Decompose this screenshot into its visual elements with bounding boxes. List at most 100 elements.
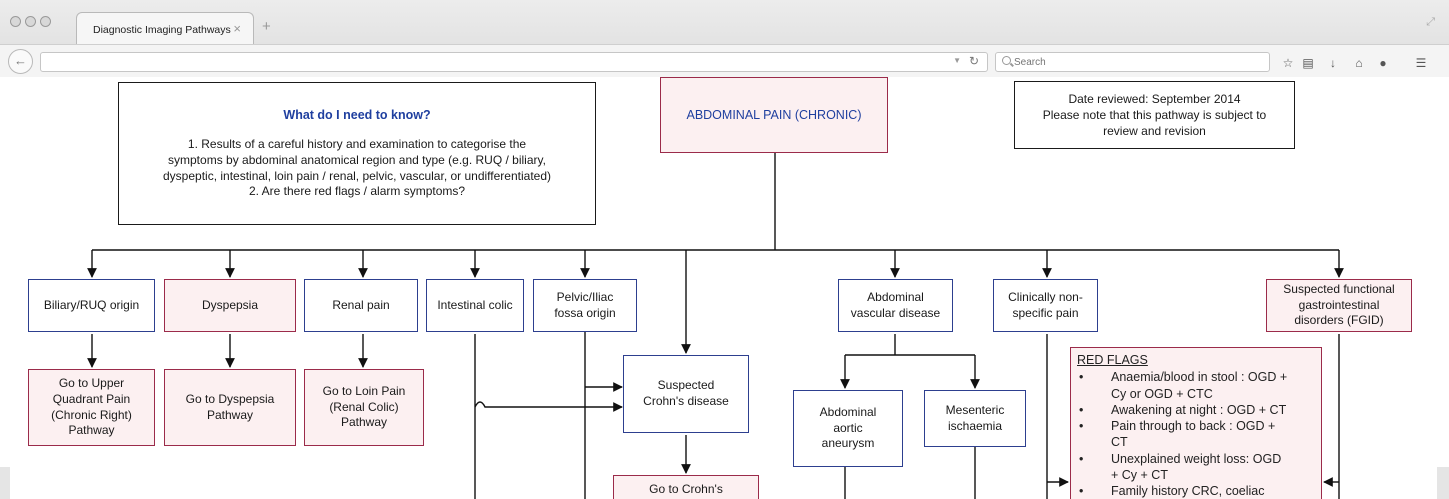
box-label: (Renal Colic) (329, 399, 399, 414)
box-label: Biliary/RUQ origin (43, 297, 140, 312)
flowchart-connectors (87, 153, 1344, 499)
know-title: What do I need to know? (283, 108, 431, 123)
box-label: aortic (833, 420, 863, 435)
box-label: (Chronic Right) (51, 407, 132, 422)
bookmark-star-icon[interactable]: ☆ (1282, 56, 1294, 70)
suspected-crohns-disease-box[interactable]: Suspected Crohn's disease (623, 355, 749, 433)
search-box[interactable] (995, 52, 1270, 72)
home-icon[interactable]: ⌂ (1355, 56, 1363, 70)
page-gutter-right (1437, 467, 1449, 499)
box-label: Quadrant Pain (52, 391, 131, 406)
know-line: symptoms by abdominal anatomical region … (168, 153, 546, 168)
new-tab-button[interactable]: + (262, 18, 271, 35)
box-label: Crohn's disease (643, 394, 729, 408)
tab-strip: Diagnostic Imaging Pathways × + ⤢ (0, 0, 1449, 45)
box-label: ischaemia (947, 418, 1003, 433)
menu-icon[interactable]: ☰ (1415, 56, 1427, 70)
page-gutter-left (0, 467, 10, 499)
biliary-ruq-origin-box[interactable]: Biliary/RUQ origin (28, 279, 155, 332)
abdominal-vascular-disease-box[interactable]: Abdominal vascular disease (838, 279, 953, 332)
go-to-loin-pain-pathway-box[interactable]: Go to Loin Pain (Renal Colic) Pathway (304, 369, 424, 446)
red-flag-line: Awakening at night : OGD + CT (1111, 402, 1287, 417)
search-icon (1002, 56, 1011, 65)
red-flag-line: CT (1111, 435, 1128, 450)
what-do-i-need-to-know-box: What do I need to know? 1. Results of a … (118, 82, 596, 225)
box-label: gastrointestinal (1298, 297, 1380, 312)
box-label: Clinically non- (1008, 289, 1083, 304)
box-label: Go to Crohn's (649, 482, 723, 496)
box-label: Pathway (340, 415, 388, 430)
red-flag-line: + Cy + CT (1111, 467, 1168, 482)
know-line: 2. Are there red flags / alarm symptoms? (248, 184, 466, 199)
search-input[interactable] (1014, 53, 1264, 71)
red-flag-item: Family history CRC, coeliac (1077, 483, 1315, 499)
date-line: Please note that this pathway is subject… (1042, 107, 1267, 122)
suspected-fgid-box[interactable]: Suspected functional gastrointestinal di… (1266, 279, 1412, 332)
navigation-toolbar: ← ▼ ↻ ☆ ▤ ↓ ⌂ ● ☰ (0, 44, 1449, 77)
red-flag-item: Unexplained weight loss: OGD + Cy + CT (1077, 451, 1315, 484)
red-flags-list: Anaemia/blood in stool : OGD + Cy or OGD… (1077, 369, 1315, 499)
clinically-non-specific-pain-box[interactable]: Clinically non- specific pain (993, 279, 1098, 332)
back-icon: ← (14, 53, 27, 68)
date-reviewed-box: Date reviewed: September 2014 Please not… (1014, 81, 1295, 149)
box-label: Dyspepsia (201, 297, 259, 312)
date-line: review and revision (1103, 124, 1206, 139)
abdominal-pain-chronic-box[interactable]: ABDOMINAL PAIN (CHRONIC) (660, 77, 888, 153)
box-label: Suspected (657, 378, 715, 393)
know-text: 1. Results of a careful history and exam… (163, 137, 551, 199)
go-to-dyspepsia-pathway-box[interactable]: Go to Dyspepsia Pathway (164, 369, 296, 446)
abdominal-aortic-aneurysm-box[interactable]: Abdominal aortic aneurysm (793, 390, 903, 467)
know-line: dyspeptic, intestinal, loin pain / renal… (163, 168, 551, 183)
box-label: aneurysm (821, 436, 875, 451)
page-content: What do I need to know? 1. Results of a … (0, 77, 1449, 499)
close-window-button[interactable] (10, 16, 21, 27)
tab-diagnostic-imaging-pathways[interactable]: Diagnostic Imaging Pathways × (76, 12, 254, 45)
box-label: Go to Upper (58, 376, 125, 391)
main-title: ABDOMINAL PAIN (CHRONIC) (686, 107, 862, 122)
window-resize-icon[interactable]: ⤢ (1426, 16, 1435, 28)
red-flag-line: Cy or OGD + CTC (1111, 386, 1213, 401)
red-flag-line: Unexplained weight loss: OGD (1111, 451, 1282, 466)
close-tab-icon[interactable]: × (233, 21, 241, 36)
red-flag-line: Pain through to back : OGD + (1111, 419, 1276, 433)
red-flag-item: Anaemia/blood in stool : OGD + Cy or OGD… (1077, 369, 1315, 402)
red-flags-title: RED FLAGS (1077, 353, 1148, 367)
box-label: Pathway (206, 407, 254, 422)
box-label: Intestinal colic (437, 297, 513, 312)
sync-icon[interactable]: ● (1379, 56, 1387, 70)
download-icon[interactable]: ↓ (1330, 56, 1336, 70)
intestinal-colic-box[interactable]: Intestinal colic (426, 279, 524, 332)
box-label: Mesenteric (945, 402, 1005, 417)
maximize-window-button[interactable] (40, 16, 51, 27)
box-label: Go to Dyspepsia (185, 391, 275, 406)
back-button[interactable]: ← (8, 49, 33, 74)
box-label: disorders (FGID) (1294, 313, 1384, 328)
box-label: Renal pain (332, 297, 390, 312)
renal-pain-box[interactable]: Renal pain (304, 279, 418, 332)
mesenteric-ischaemia-box[interactable]: Mesenteric ischaemia (924, 390, 1026, 447)
reload-icon[interactable]: ↻ (968, 54, 979, 68)
url-dropdown-icon[interactable]: ▼ (953, 56, 961, 65)
know-line: 1. Results of a careful history and exam… (187, 137, 527, 152)
box-label: vascular disease (850, 305, 941, 320)
tab-title: Diagnostic Imaging Pathways (93, 24, 231, 36)
box-label: Abdominal (819, 405, 877, 420)
box-label: fossa origin (554, 305, 616, 320)
go-to-upper-quadrant-pain-box[interactable]: Go to Upper Quadrant Pain (Chronic Right… (28, 369, 155, 446)
browser-chrome: Diagnostic Imaging Pathways × + ⤢ ← ▼ ↻ … (0, 0, 1449, 77)
box-label: Suspected functional (1283, 282, 1395, 297)
minimize-window-button[interactable] (25, 16, 36, 27)
box-label: Abdominal (867, 289, 924, 304)
box-label: Pelvic/Iliac (556, 289, 614, 304)
address-bar[interactable]: ▼ ↻ (40, 52, 988, 72)
pelvic-iliac-fossa-origin-box[interactable]: Pelvic/Iliac fossa origin (533, 279, 637, 332)
reading-list-icon[interactable]: ▤ (1302, 56, 1314, 70)
box-label: Go to Loin Pain (322, 384, 406, 399)
red-flags-box: RED FLAGS Anaemia/blood in stool : OGD +… (1070, 347, 1322, 499)
date-line: Date reviewed: September 2014 (1068, 91, 1241, 106)
red-flag-line: Family history CRC, coeliac (1111, 484, 1265, 498)
red-flag-item: Pain through to back : OGD + CT (1077, 418, 1315, 451)
go-to-crohns-box[interactable]: Go to Crohn's (613, 475, 759, 499)
arrow-intestinal-to-crohns (474, 401, 623, 412)
dyspepsia-box[interactable]: Dyspepsia (164, 279, 296, 332)
